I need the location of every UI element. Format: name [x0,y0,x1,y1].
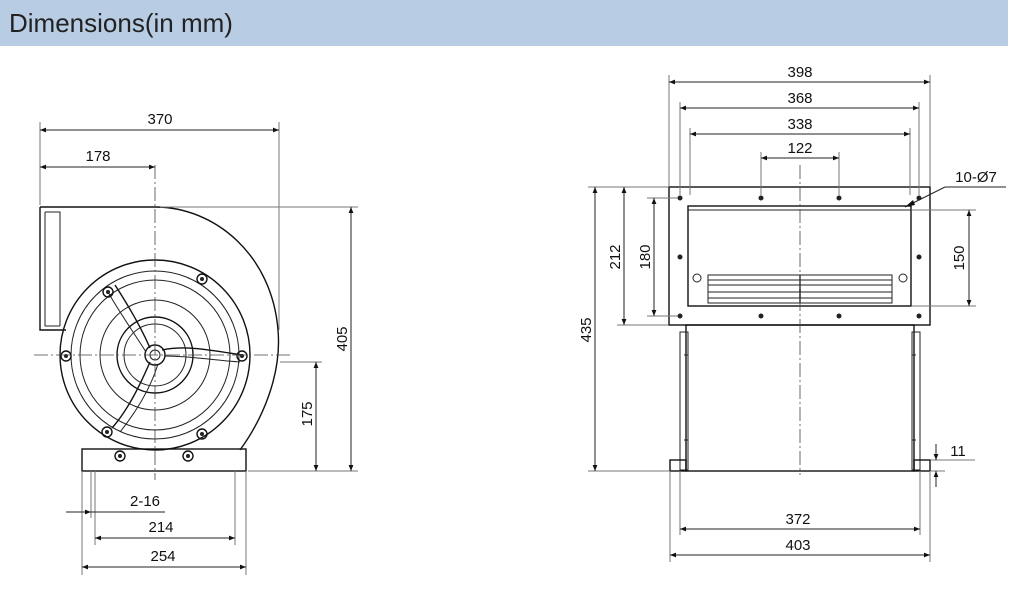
dim-front-overall-width: 398 [787,64,812,81]
front-flange [668,186,931,326]
dim-front-outlet-height: 150 [951,245,968,270]
dim-side-axis-height: 175 [299,401,316,426]
dim-front-base-outer: 403 [785,537,810,554]
side-base [81,448,247,472]
dim-front-base-inner: 372 [785,511,810,528]
side-housing [39,206,280,472]
dim-side-slot: 2-16 [130,493,160,510]
dim-side-hole-spacing: 214 [148,519,173,536]
dim-front-hole-note: 10-Ø7 [955,169,997,186]
dim-front-flange-height: 212 [607,244,624,269]
dim-front-flange-inner: 338 [787,116,812,133]
front-outlet [687,205,912,307]
side-mounting-holes [60,273,248,462]
dim-front-flange-outer: 368 [787,90,812,107]
dim-front-hole-pitch: 122 [787,140,812,157]
side-view: 370 178 405 175 2-16 214 254 [34,111,358,575]
dim-front-hole-height: 180 [637,244,654,269]
dim-side-base-width: 254 [150,548,175,565]
dim-front-overall-height: 435 [578,317,595,342]
front-foot-left [669,459,687,472]
dim-side-width: 370 [147,111,172,128]
front-foot-right [913,459,931,472]
front-view: 398 368 338 122 10-Ø7 212 180 [578,64,1006,562]
dim-side-center-offset: 178 [85,148,110,165]
title-bar: Dimensions(in mm) [0,0,1008,46]
page-title: Dimensions(in mm) [9,8,233,38]
dim-side-height: 405 [334,326,351,351]
dim-front-foot-thickness: 11 [950,443,966,460]
